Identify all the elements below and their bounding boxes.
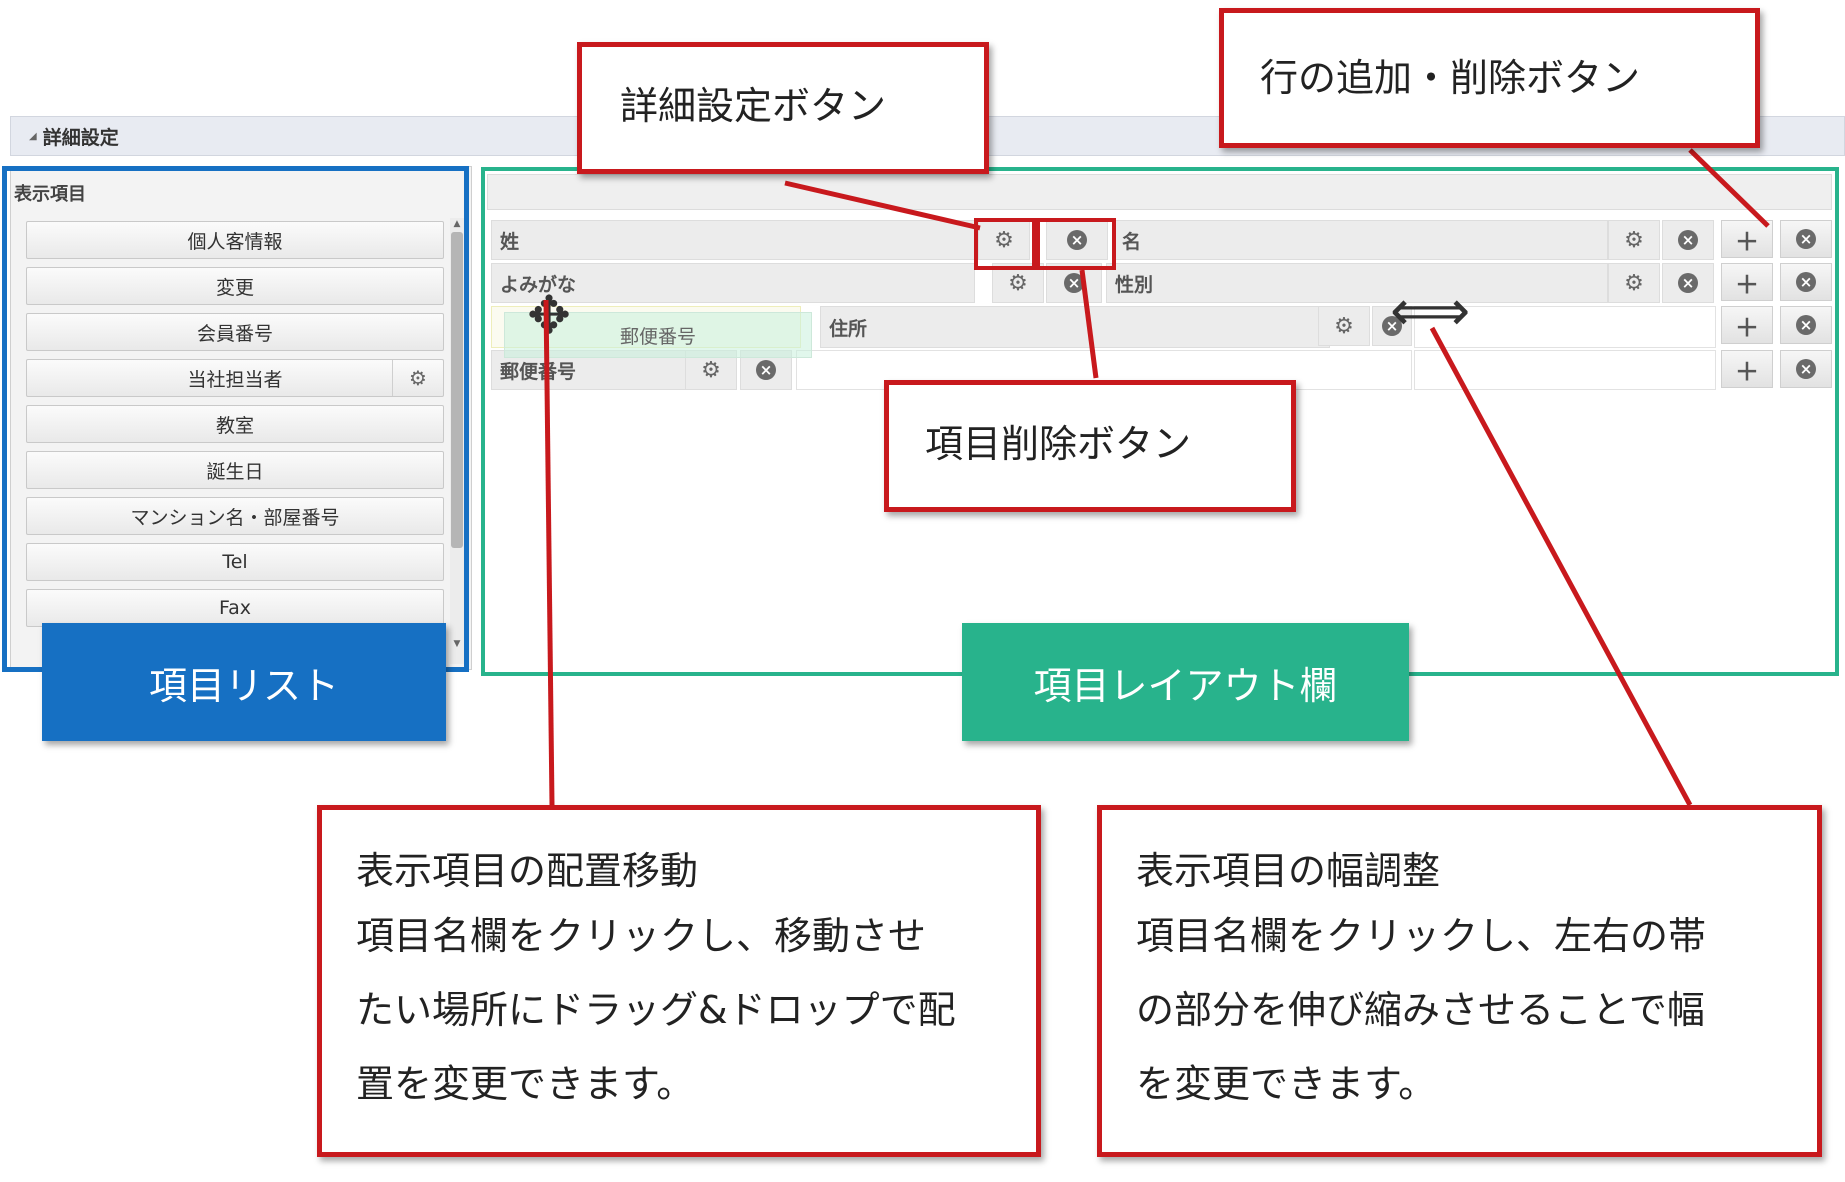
layout-field-mei[interactable]: 名 [1113, 220, 1608, 260]
callout-body: 項目名欄をクリックし、移動させ たい場所にドラッグ&ドロップで配 置を変更できま… [356, 899, 1036, 1121]
connector-detail [784, 180, 981, 231]
callout-detail-button: 詳細設定ボタン [577, 42, 989, 174]
add-row-button[interactable]: ＋ [1721, 306, 1773, 344]
list-item-label: 個人客情報 [187, 230, 283, 253]
callout-title: 項目削除ボタン [925, 422, 1192, 466]
gear-icon[interactable]: ⚙ [978, 220, 1030, 260]
drag-ghost-label: 郵便番号 [619, 325, 696, 348]
close-circle-icon[interactable]: × [1662, 263, 1714, 303]
list-item[interactable]: 変更 [26, 267, 444, 305]
callout-add-delete-row: 行の追加・削除ボタン [1219, 8, 1760, 148]
callout-title: 行の追加・削除ボタン [1260, 56, 1641, 100]
drag-ghost: 郵便番号 [504, 312, 812, 358]
list-item[interactable]: マンション名・部屋番号 [26, 497, 444, 535]
field-label: 住所 [829, 317, 868, 340]
callout-line: 項目名欄をクリックし、移動させ [356, 914, 927, 958]
callout-title: 表示項目の配置移動 [356, 849, 699, 893]
layout-field-seibetsu[interactable]: 性別 [1106, 263, 1608, 303]
callout-line: を変更できます。 [1136, 1062, 1437, 1106]
field-label: よみがな [500, 273, 577, 296]
delete-row-button[interactable]: × [1780, 306, 1832, 344]
list-item[interactable]: Fax [26, 589, 444, 627]
empty-slot[interactable] [1414, 306, 1716, 348]
layout-field-sei[interactable]: 姓 [491, 220, 975, 260]
close-circle-icon[interactable]: × [1372, 306, 1412, 346]
field-list-title: 表示項目 [14, 184, 86, 205]
list-item[interactable]: 個人客情報 [26, 221, 444, 259]
layout-field-jusho[interactable]: 住所 [820, 306, 1330, 348]
scroll-up-arrow-icon[interactable]: ▲ [453, 219, 461, 229]
callout-line: の部分を伸び縮みさせることで幅 [1136, 988, 1705, 1032]
list-item[interactable]: 教室 [26, 405, 444, 443]
field-label: 郵便番号 [500, 360, 577, 383]
list-item-label: Tel [222, 551, 248, 573]
delete-row-button[interactable]: × [1780, 263, 1832, 301]
delete-row-button[interactable]: × [1780, 220, 1832, 258]
gear-icon[interactable]: ⚙ [1608, 263, 1660, 303]
field-label: 姓 [500, 230, 520, 253]
callout-delete-item: 項目削除ボタン [884, 380, 1296, 512]
layout-toolbar [487, 174, 1832, 210]
list-item-label: 変更 [215, 276, 254, 299]
add-row-button[interactable]: ＋ [1721, 350, 1773, 388]
list-item[interactable]: Tel [26, 543, 444, 581]
gear-icon[interactable]: ⚙ [1608, 220, 1660, 260]
layout-field-yomigana[interactable]: よみがな [491, 263, 975, 303]
add-row-button[interactable]: ＋ [1721, 220, 1773, 258]
list-item-label: 当社担当者 [187, 368, 283, 391]
add-row-button[interactable]: ＋ [1721, 263, 1773, 301]
section-title: 詳細設定 [42, 126, 119, 149]
resize-horizontal-icon: ⟺ [1390, 279, 1471, 344]
close-circle-icon[interactable]: × [1662, 220, 1714, 260]
callout-line: 置を変更できます。 [356, 1062, 695, 1106]
detail-button-highlight [974, 218, 1036, 270]
list-scroll-thumb[interactable] [451, 232, 463, 548]
gear-icon[interactable]: ⚙ [1318, 306, 1370, 346]
list-item-label: マンション名・部屋番号 [130, 506, 340, 529]
list-item[interactable]: 会員番号 [26, 313, 444, 351]
collapse-triangle-icon[interactable]: ◢ [29, 130, 37, 142]
callout-line: 項目名欄をクリックし、左右の帯 [1136, 914, 1707, 958]
move-cursor-icon: ✥ [527, 286, 571, 346]
list-item[interactable]: 誕生日 [26, 451, 444, 489]
callout-resize: 表示項目の幅調整 項目名欄をクリックし、左右の帯 の部分を伸び縮みさせることで幅… [1097, 805, 1822, 1157]
field-list-chip: 項目リスト [42, 623, 446, 741]
connector-addrow [1688, 148, 1770, 228]
layout-area-chip: 項目レイアウト欄 [962, 623, 1409, 741]
list-item[interactable]: 当社担当者 ⚙ [26, 359, 444, 397]
callout-title: 表示項目の幅調整 [1136, 849, 1441, 893]
field-label: 性別 [1115, 273, 1154, 296]
list-item-label: 会員番号 [196, 322, 273, 345]
connector-delete [1079, 269, 1099, 379]
list-item-label: 誕生日 [206, 460, 264, 483]
field-label: 名 [1122, 230, 1142, 253]
callout-move: 表示項目の配置移動 項目名欄をクリックし、移動させ たい場所にドラッグ&ドロップ… [317, 805, 1041, 1157]
list-item-label: 教室 [215, 414, 254, 437]
callout-body: 項目名欄をクリックし、左右の帯 の部分を伸び縮みさせることで幅 を変更できます。 [1136, 899, 1817, 1121]
delete-row-button[interactable]: × [1780, 350, 1832, 388]
connector-resize [1429, 326, 1693, 807]
connector-move [543, 299, 555, 806]
gear-icon[interactable]: ⚙ [392, 360, 443, 396]
list-item-label: Fax [218, 597, 252, 619]
delete-button-highlight [1036, 218, 1116, 270]
scroll-down-arrow-icon[interactable]: ▼ [453, 639, 461, 649]
callout-title: 詳細設定ボタン [620, 84, 887, 128]
callout-line: たい場所にドラッグ&ドロップで配 [356, 988, 956, 1032]
